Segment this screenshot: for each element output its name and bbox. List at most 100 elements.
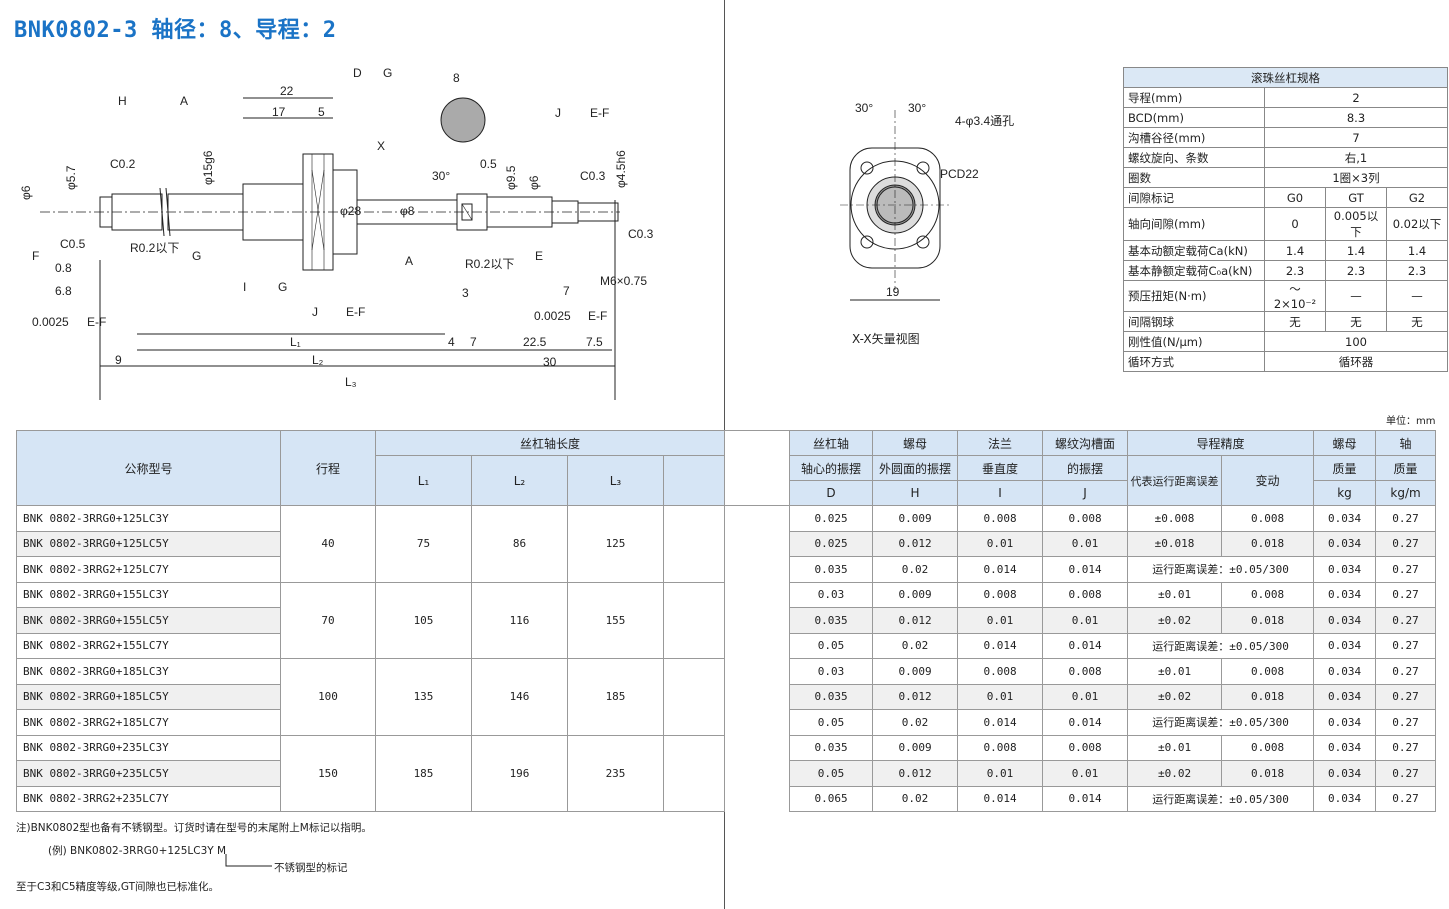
unit-label: 单位：mm <box>1386 416 1436 427</box>
col-h2: 外圆面的振摆 <box>872 455 959 481</box>
technical-drawing: 22 17 5 X 8 0.5 30° φ28 φ8 C0.2 C0.5 C0.… <box>19 66 1014 400</box>
group-cell-stroke: 150 <box>280 734 376 812</box>
group-cell-l1: 135 <box>375 658 472 736</box>
spec-value: 1.4 <box>1386 240 1448 261</box>
value-var: 0.008 <box>1221 581 1315 608</box>
value-d: 0.035 <box>789 734 874 761</box>
value-axismass: 0.27 <box>1375 683 1437 710</box>
dim-68: 6.8 <box>55 284 72 298</box>
value-rep: ±0.01 <box>1127 581 1223 608</box>
value-rep: ±0.02 <box>1127 760 1223 787</box>
value-var: 0.018 <box>1221 530 1315 557</box>
tol-ef: E-F <box>87 315 106 329</box>
gap-cell <box>725 582 790 659</box>
precision-span: 运行距离误差：±0.05/300 <box>1127 632 1315 659</box>
datum-a: A <box>405 254 413 268</box>
note-2: 至于C3和C5精度等级,GT间隙也已标准化。 <box>16 881 220 893</box>
spec-label: 预压扭矩(N·m) <box>1123 280 1265 312</box>
spec-label: 螺纹旋向、条数 <box>1123 147 1265 168</box>
col-axis1: 轴 <box>1375 430 1437 456</box>
spec-value: 2.3 <box>1325 260 1387 281</box>
model-cell: BNK 0802-3RRG2+125LC7Y <box>16 556 281 583</box>
value-d: 0.065 <box>789 785 874 812</box>
dim-75: 7.5 <box>586 335 603 349</box>
spec-value: ～2×10⁻² <box>1264 280 1326 312</box>
col-axis2: 质量 <box>1375 455 1437 481</box>
group-cell-l1: 75 <box>375 505 472 583</box>
col-nutmass1: 螺母 <box>1313 430 1377 456</box>
value-d: 0.03 <box>789 658 874 685</box>
model-cell: BNK 0802-3RRG0+235LC5Y <box>16 760 281 787</box>
xview-30b: 30° <box>908 101 926 115</box>
frame-ef2: E-F <box>346 305 365 319</box>
group-cell-l3: 185 <box>567 658 664 736</box>
spec-label: 导程(mm) <box>1123 87 1265 108</box>
dim-l2: L₂ <box>312 353 324 367</box>
value-h: 0.009 <box>872 734 959 761</box>
dim-8: 8 <box>453 71 460 85</box>
value-i: 0.014 <box>957 709 1044 736</box>
dim-l3: L₃ <box>345 375 357 389</box>
col-i2: 垂直度 <box>957 455 1044 481</box>
value-i: 0.014 <box>957 785 1044 812</box>
value-i: 0.01 <box>957 607 1044 634</box>
col-stroke: 行程 <box>280 430 376 506</box>
value-axismass: 0.27 <box>1375 658 1437 685</box>
value-h: 0.012 <box>872 530 959 557</box>
gap-cell <box>662 734 726 812</box>
spec-label: 圈数 <box>1123 167 1265 188</box>
value-i: 0.008 <box>957 505 1044 532</box>
value-h: 0.02 <box>872 785 959 812</box>
dim-r02b: R0.2以下 <box>465 257 514 271</box>
col-model: 公称型号 <box>16 430 281 506</box>
dim-d6a: φ6 <box>19 185 33 200</box>
value-i: 0.01 <box>957 530 1044 557</box>
xview-19: 19 <box>886 285 900 299</box>
model-cell: BNK 0802-3RRG0+155LC5Y <box>16 607 281 634</box>
value-h: 0.009 <box>872 658 959 685</box>
dim-225: 22.5 <box>523 335 547 349</box>
spec-value: 2.3 <box>1264 260 1326 281</box>
frame-i: I <box>243 280 246 294</box>
value-nutmass: 0.034 <box>1313 632 1377 659</box>
value-nutmass: 0.034 <box>1313 785 1377 812</box>
value-nutmass: 0.034 <box>1313 658 1377 685</box>
note-1: 注)BNK0802型也备有不锈钢型。订货时请在型号的末尾附上M标记以指明。 <box>16 822 372 834</box>
value-var: 0.008 <box>1221 658 1315 685</box>
model-cell: BNK 0802-3RRG2+235LC7Y <box>16 785 281 812</box>
dim-l1: L₁ <box>290 335 301 349</box>
value-axismass: 0.27 <box>1375 530 1437 557</box>
value-i: 0.01 <box>957 760 1044 787</box>
col-d1: 丝杠轴 <box>789 430 874 456</box>
value-d: 0.05 <box>789 709 874 736</box>
frame-a: A <box>180 94 188 108</box>
spec-table: 滚珠丝杠规格 导程(mm)2 BCD(mm)8.3 沟槽谷径(mm)7 螺纹旋向… <box>1123 67 1448 372</box>
frame-j2: J <box>312 305 318 319</box>
value-nutmass: 0.034 <box>1313 760 1377 787</box>
col-gap <box>724 430 791 506</box>
col-var: 变动 <box>1221 455 1315 506</box>
value-rep: ±0.008 <box>1127 505 1223 532</box>
spec-value: 无 <box>1264 311 1326 332</box>
datum-f: F <box>32 249 39 263</box>
col-l2: L₂ <box>471 455 568 506</box>
value-axismass: 0.27 <box>1375 785 1437 812</box>
spec-label: 循环方式 <box>1123 351 1265 372</box>
spec-value: 右,1 <box>1264 147 1448 168</box>
dim-c02: C0.2 <box>110 157 136 171</box>
value-j: 0.01 <box>1042 760 1129 787</box>
frame-d: D <box>353 66 362 80</box>
group-cell-l2: 116 <box>471 581 568 659</box>
value-j: 0.01 <box>1042 683 1129 710</box>
value-j: 0.01 <box>1042 530 1129 557</box>
dim-d45: φ4.5h6 <box>614 150 628 188</box>
spec-value: 无 <box>1325 311 1387 332</box>
value-i: 0.01 <box>957 683 1044 710</box>
group-cell-l2: 196 <box>471 734 568 812</box>
value-axismass: 0.27 <box>1375 760 1437 787</box>
value-h: 0.02 <box>872 556 959 583</box>
value-d: 0.025 <box>789 505 874 532</box>
value-rep: ±0.01 <box>1127 658 1223 685</box>
